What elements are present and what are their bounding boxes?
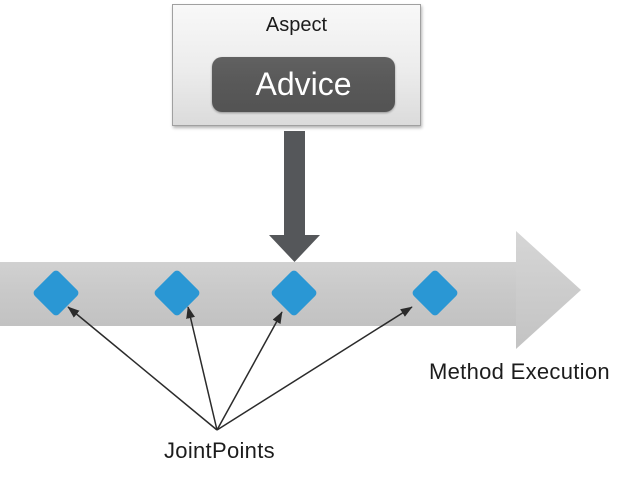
down-arrow-icon: [269, 131, 320, 262]
advice-label: Advice: [255, 66, 352, 102]
band-arrowhead-icon: [516, 231, 581, 349]
advice-box: Advice: [212, 57, 395, 112]
method-execution-label: Method Execution: [429, 359, 610, 384]
connector-arrow-3: [216, 311, 283, 431]
aspect-box: Aspect Advice: [172, 4, 421, 126]
jointpoints-label: JointPoints: [164, 438, 275, 463]
aspect-label: Aspect: [265, 14, 328, 36]
